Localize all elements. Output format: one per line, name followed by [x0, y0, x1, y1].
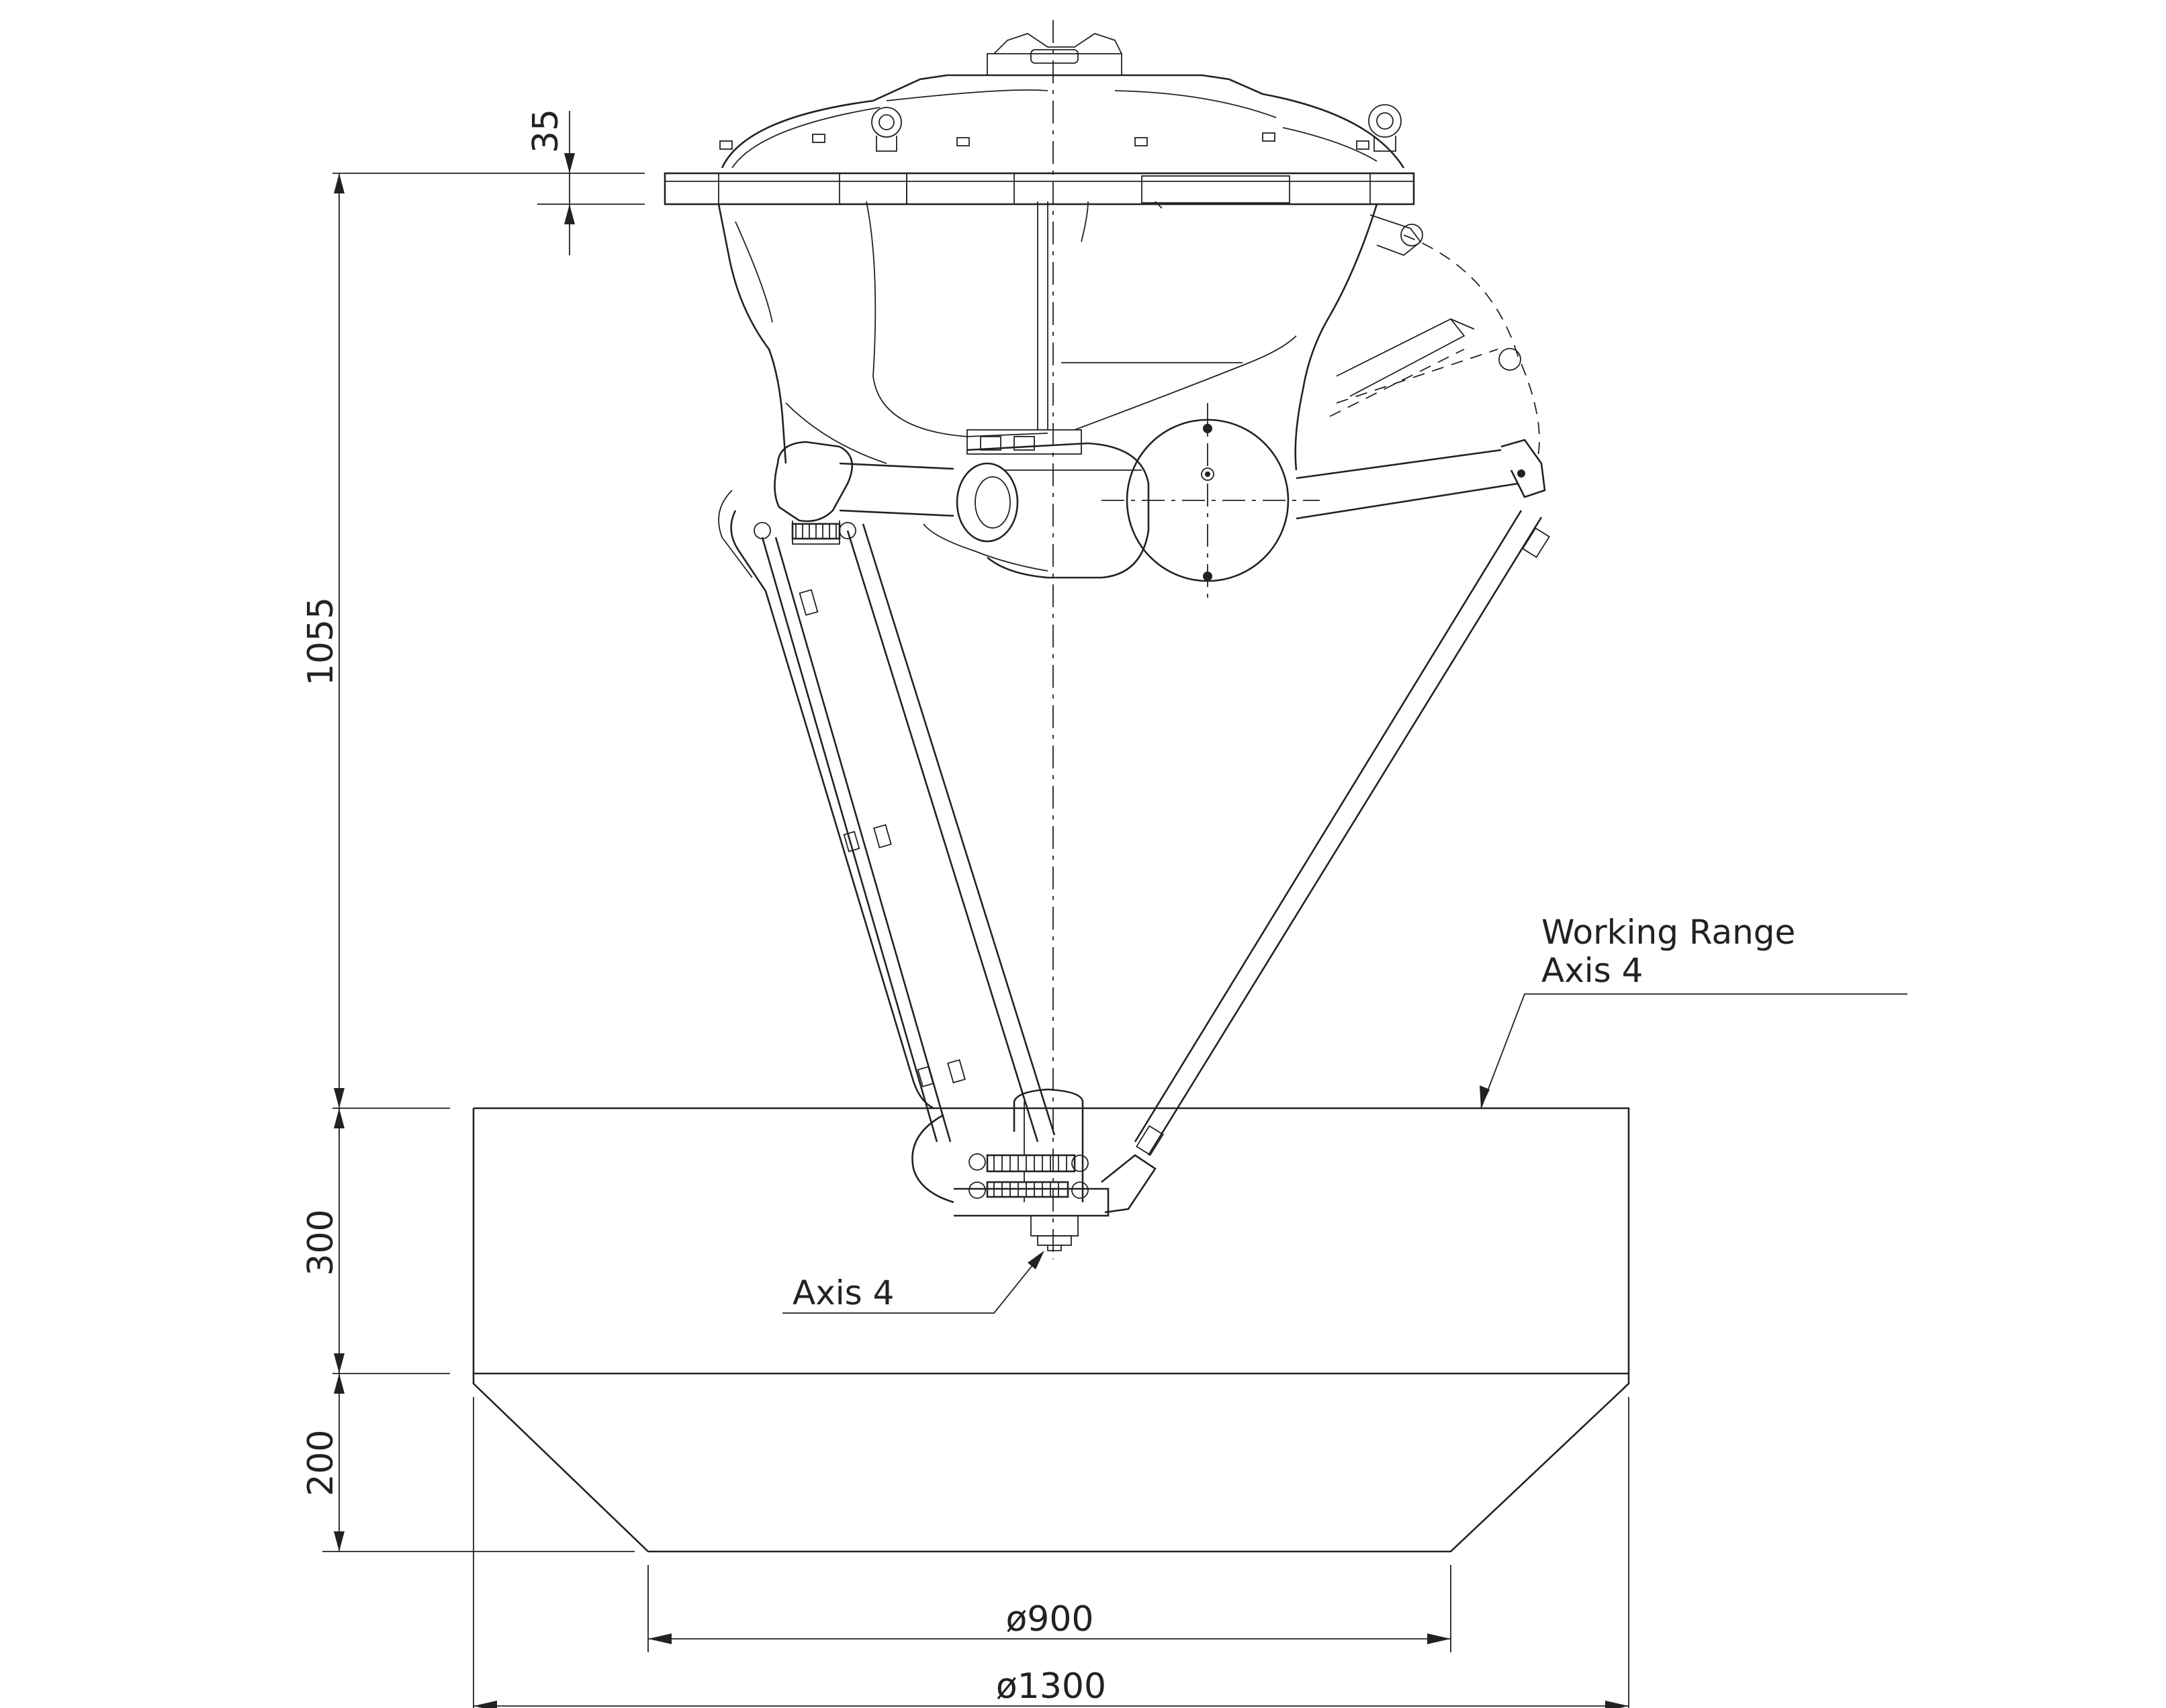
working-range-axis-label: Axis 4: [1541, 951, 1643, 990]
dimension-lines: [332, 111, 1629, 1708]
dim-900-label: ø900: [1005, 1599, 1093, 1639]
cable-connector-block: [966, 429, 1082, 455]
lower-arms: [718, 490, 1550, 1156]
leader-axis4: [782, 1251, 1044, 1314]
arm-swing-arc: [1403, 234, 1540, 457]
mounting-flange: [664, 172, 1415, 206]
dim-300-label: 300: [301, 1209, 341, 1275]
dim-200-label: 200: [301, 1429, 341, 1496]
lifting-eye-left: [871, 107, 902, 138]
motor-housing-round: [1101, 403, 1320, 601]
dimension-texts: 35 1055 300 200 ø900 ø1300: [301, 109, 1106, 1707]
upper-arm-left: [774, 441, 1019, 545]
upper-arm-right: [1296, 439, 1546, 520]
travelling-plate: [911, 1088, 1157, 1251]
lifting-lug-top: [987, 33, 1122, 76]
robot-base-housing: [664, 33, 1540, 471]
leader-working-range: [1480, 993, 1907, 1109]
dim-35-label: 35: [526, 109, 566, 153]
working-range-envelope: [322, 1107, 1630, 1708]
axis4-label: Axis 4: [793, 1273, 894, 1312]
dim-1300-label: ø1300: [996, 1666, 1106, 1707]
working-range-label: Working Range: [1541, 913, 1795, 952]
annotation-texts: Working Range Axis 4 Axis 4: [793, 913, 1795, 1312]
dim-1055-label: 1055: [301, 597, 341, 686]
dome-bolts: [719, 132, 1369, 150]
lifting-eye-right: [1368, 104, 1402, 138]
